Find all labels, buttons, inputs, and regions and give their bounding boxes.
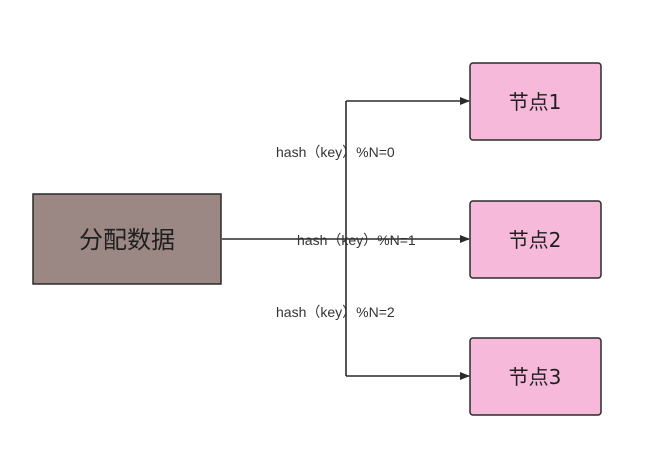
node-3: 节点3	[469, 337, 602, 416]
source-box-label: 分配数据	[79, 226, 175, 254]
node-1-label: 节点1	[509, 90, 562, 114]
source-box: 分配数据	[32, 193, 222, 285]
node-1: 节点1	[469, 62, 602, 141]
connectors	[222, 97, 470, 380]
edge-label-0: hash（key）%N=0	[276, 144, 395, 160]
edge-label-1: hash（key）%N=1	[297, 232, 416, 248]
node-2: 节点2	[469, 200, 602, 279]
edge-label-2: hash（key）%N=2	[276, 304, 395, 320]
node-2-label: 节点2	[509, 228, 562, 252]
node-3-label: 节点3	[509, 365, 562, 389]
